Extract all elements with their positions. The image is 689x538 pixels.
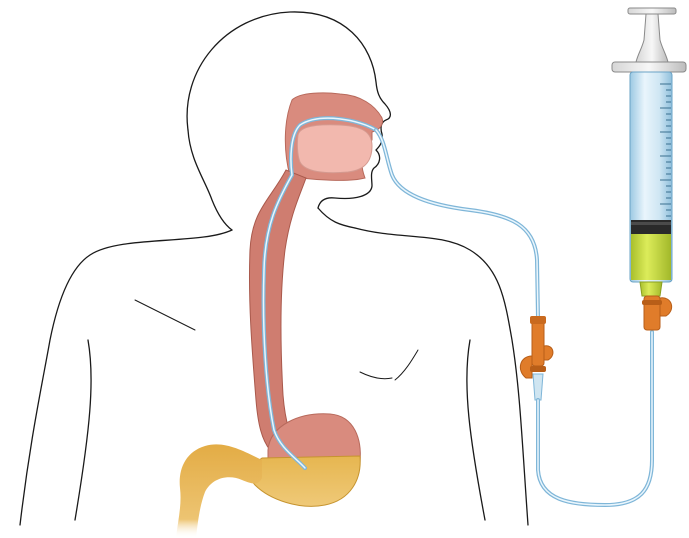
syringe	[612, 8, 686, 296]
esophagus-shape	[249, 170, 306, 452]
connector-ring	[530, 366, 546, 372]
syringe-flange	[612, 62, 686, 72]
right-shoulder-outline	[355, 228, 528, 525]
plunger-seal-ring	[631, 222, 671, 225]
syringe-tip	[640, 282, 662, 296]
tube-loop	[538, 332, 652, 505]
tube-loop-inner	[538, 332, 652, 505]
chest-line	[395, 350, 418, 380]
intestine	[176, 444, 262, 538]
clavicle-left	[135, 300, 195, 330]
left-arm-inner-outline	[75, 340, 91, 520]
neck-back-outline	[188, 130, 232, 230]
tube-external-inner	[376, 130, 538, 318]
syringe-feed	[631, 234, 671, 280]
intestine-shape	[176, 444, 262, 538]
syringe-connector-cap	[660, 298, 672, 316]
nasal-airway	[285, 93, 382, 180]
connector-stem	[532, 318, 544, 366]
clavicle-right	[360, 372, 392, 379]
connector-cap-top	[530, 316, 546, 324]
connector-tip	[533, 374, 543, 400]
tube-external-outer	[376, 130, 538, 318]
syringe-connector	[642, 296, 672, 330]
tube-loop-outer	[538, 332, 652, 505]
connector-clamp	[520, 356, 532, 378]
plunger-thumb-press	[628, 8, 676, 14]
neck-front-outline	[318, 208, 355, 228]
plunger-rod	[636, 14, 668, 62]
palate-shape	[297, 125, 372, 173]
right-arm-inner-outline	[467, 340, 485, 520]
stomach-contents	[251, 456, 360, 506]
syringe-connector-band	[642, 300, 662, 305]
connector-side-port	[544, 346, 553, 360]
tube-connector	[520, 316, 553, 400]
feeding-tube-external	[376, 130, 538, 318]
esophagus	[249, 170, 306, 452]
